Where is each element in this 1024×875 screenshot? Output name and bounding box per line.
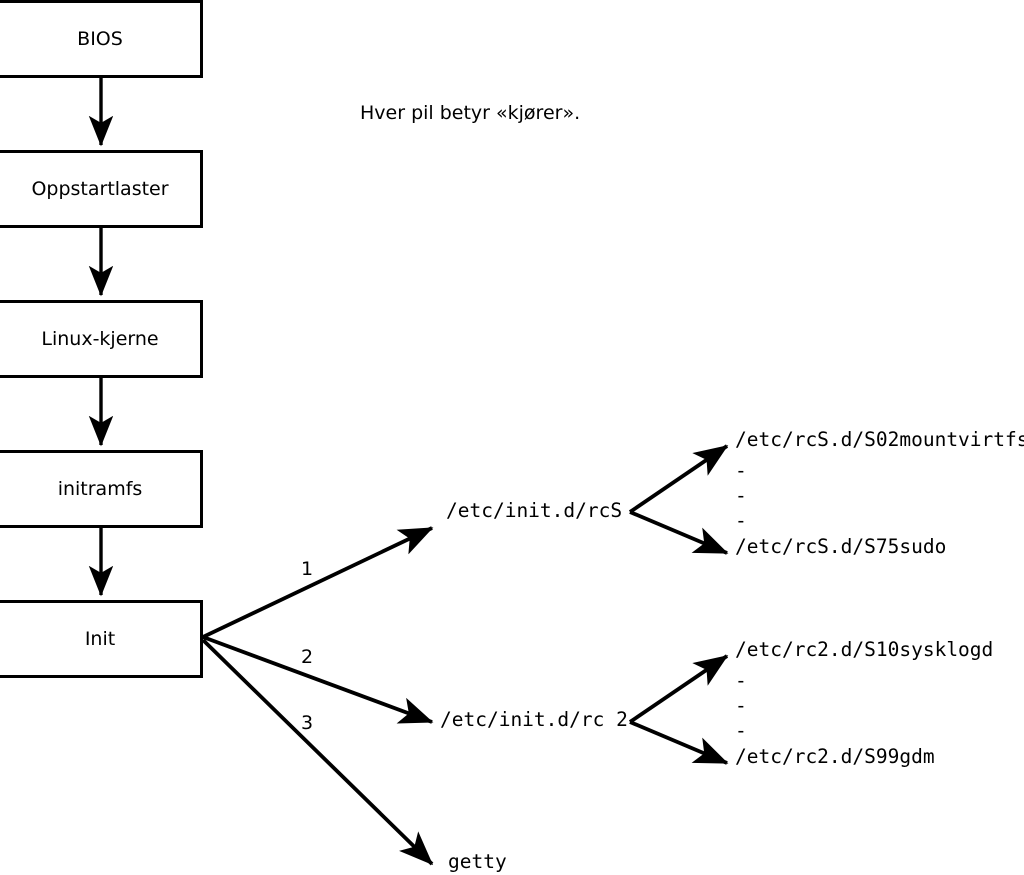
label-init-d-rcs[interactable]: /etc/init.d/rcS [446, 499, 623, 522]
label-rcs-last-script[interactable]: /etc/rcS.d/S75sudo [735, 535, 947, 558]
label-init-d-rc2[interactable]: /etc/init.d/rc 2 [440, 708, 628, 731]
label-rc2-last-script[interactable]: /etc/rc2.d/S99gdm [735, 745, 935, 768]
node-bios-label: BIOS [77, 27, 123, 50]
arrow-init-to-getty [201, 638, 434, 866]
label-getty[interactable]: getty [448, 850, 507, 873]
arrow-rcs-to-first-script [628, 444, 729, 514]
node-bootloader[interactable]: Oppstartlaster [0, 150, 203, 228]
rc2-ellipsis-dash-3: - [735, 719, 747, 742]
rcs-ellipsis-dash-1: - [735, 459, 747, 482]
edge-number-3: 3 [301, 712, 314, 734]
node-bios[interactable]: BIOS [0, 0, 203, 78]
arrow-rc2-to-last-script [629, 720, 729, 765]
arrow-rcs-to-last-script [629, 510, 729, 555]
rc2-ellipsis-dash-1: - [735, 669, 747, 692]
edge-number-1: 1 [301, 558, 314, 580]
diagram-caption: Hver pil betyr «kjører». [360, 102, 581, 124]
arrow-rc2-to-first-script [628, 654, 729, 724]
node-initramfs-label: initramfs [57, 477, 143, 500]
node-init[interactable]: Init [0, 600, 203, 678]
node-linux-kernel[interactable]: Linux-kjerne [0, 300, 203, 378]
rcs-ellipsis-dash-3: - [735, 509, 747, 532]
node-linux-kernel-label: Linux-kjerne [41, 327, 159, 350]
rcs-ellipsis-dash-2: - [735, 484, 747, 507]
edge-number-2: 2 [301, 646, 314, 668]
node-initramfs[interactable]: initramfs [0, 450, 203, 528]
node-bootloader-label: Oppstartlaster [31, 177, 169, 200]
label-rc2-first-script[interactable]: /etc/rc2.d/S10sysklogd [735, 638, 994, 661]
arrow-init-to-rc2 [202, 635, 434, 724]
rc2-ellipsis-dash-2: - [735, 694, 747, 717]
arrow-init-to-rcs [202, 526, 434, 639]
label-rcs-first-script[interactable]: /etc/rcS.d/S02mountvirtfs [735, 428, 1024, 451]
node-init-label: Init [84, 627, 116, 650]
